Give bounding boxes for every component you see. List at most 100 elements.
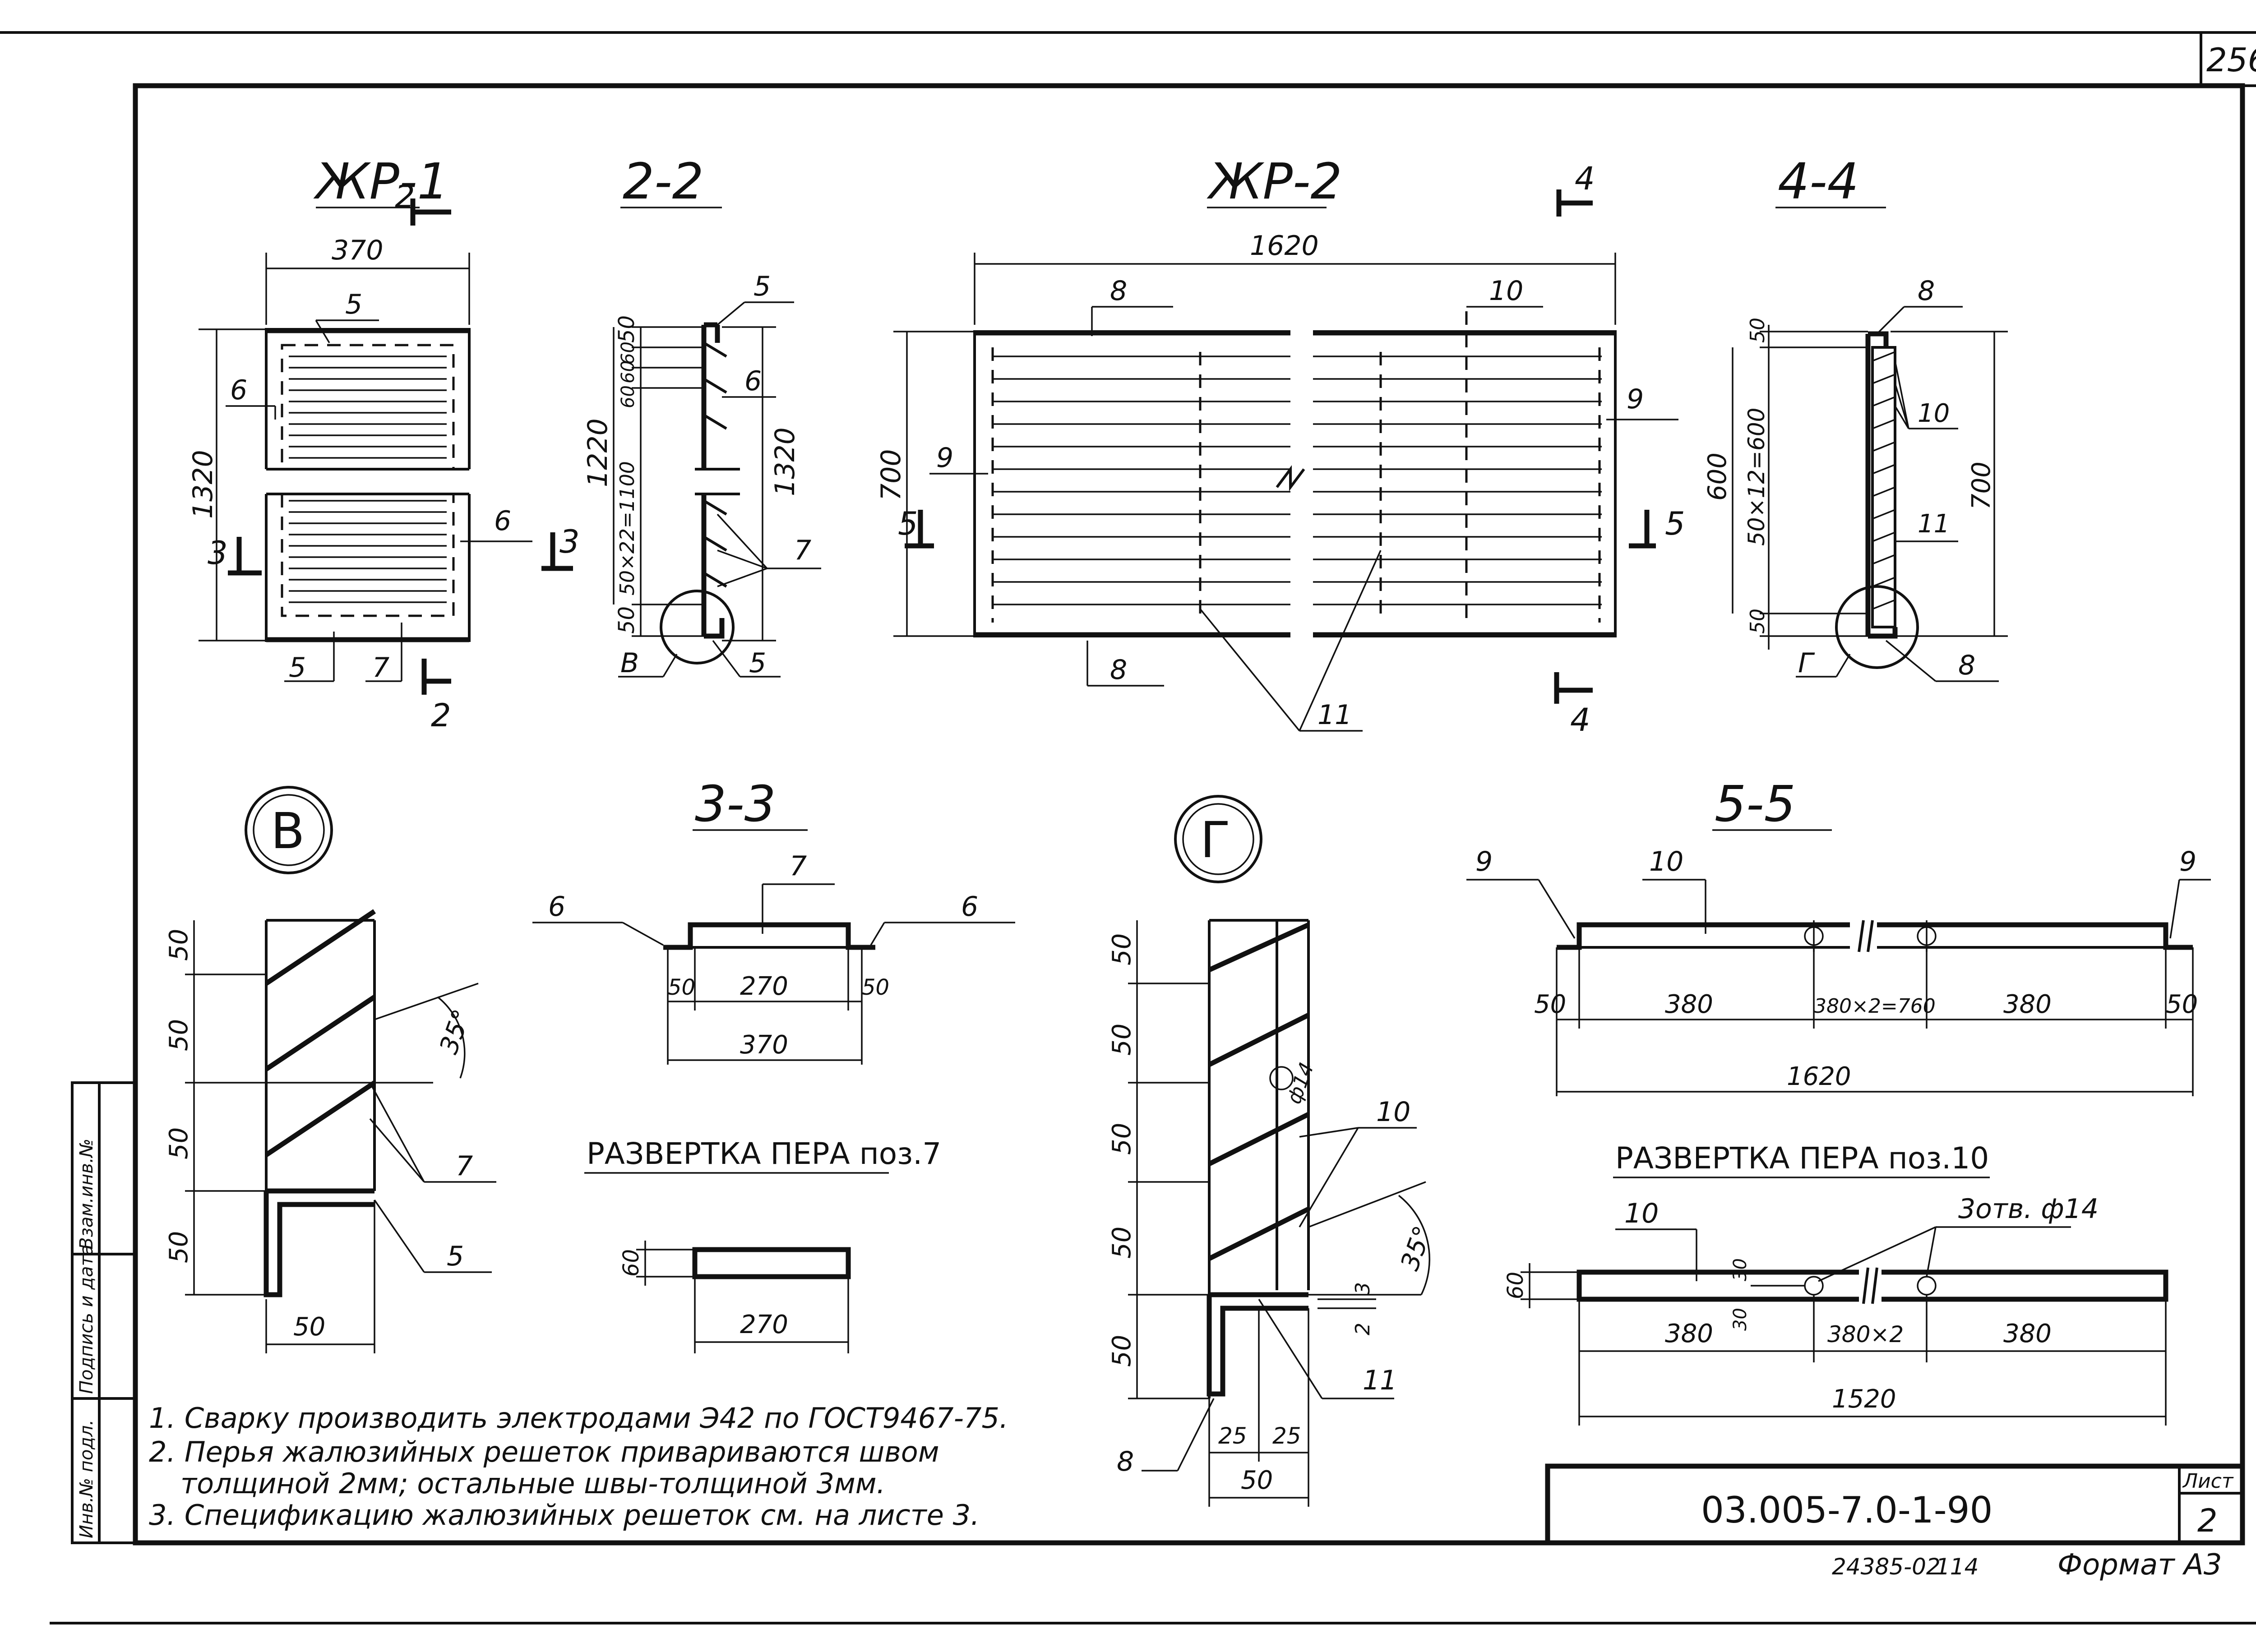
zhr1-dim-width: 370 — [332, 235, 384, 266]
footer-format: Формат А3 — [2057, 1548, 2222, 1582]
detail-v-circle — [245, 786, 333, 874]
sec44-dim-700: 700 — [1967, 461, 1996, 510]
detail-g-dim-2mm: 2 — [1351, 1323, 1374, 1335]
zhr2-pos-9-right: 9 — [1627, 383, 1644, 415]
zhr1-pos-bottom: 5 — [289, 652, 306, 683]
zhr2-slats — [993, 355, 1602, 605]
razv10-dim-30a: 30 — [1730, 1258, 1751, 1281]
stamp-podpis-data: Подпись и дата — [76, 1245, 97, 1394]
zhr2-pos-10: 10 — [1489, 275, 1523, 307]
sec22-dim-60a: 60 — [618, 341, 638, 365]
razv7-dim-height: 60 — [619, 1249, 644, 1277]
sheet-frame: 256 — [0, 31, 2256, 1624]
zhr1-pos-top: 5 — [345, 289, 362, 320]
sec22-title: 2-2 — [623, 152, 704, 210]
sec55-dim-380-right: 380 — [2003, 990, 2052, 1019]
razv10-dim-30b: 30 — [1730, 1308, 1751, 1331]
detail-g-dim-2: 50 — [1107, 1123, 1137, 1155]
detail-g-dim-4: 50 — [1107, 1335, 1137, 1367]
view-sec44: 4-4 50 50×12=600 50 600 700 8 10 11 8 Г — [1703, 152, 2008, 682]
notes: 1. Сварку производить электродами Э42 по… — [149, 1402, 1008, 1532]
side-stamp: Инв.№ подл. Подпись и дата Взам.инв.№ — [71, 1081, 137, 1544]
sec44-dim-mid: 50×12=600 — [1743, 408, 1770, 546]
zhr1-section-mark-bottom: 2 — [431, 697, 451, 734]
stamp-inv-podl: Инв.№ подл. — [76, 1420, 97, 1538]
title-block: 03.005-7.0-1-90 Лист 2 — [1545, 1463, 2245, 1546]
view-detail-v: В 50 50 50 50 35° 50 7 5 — [164, 786, 496, 1353]
detail-g-dim-3: 50 — [1107, 1227, 1137, 1259]
sec44-detail-mark: Г — [1798, 647, 1815, 679]
detail-g-dim-d14: ф14 — [1282, 1059, 1318, 1107]
sec55-dim-380-left: 380 — [1665, 990, 1713, 1019]
sec22-pos-5-bottom: 5 — [749, 647, 766, 679]
title-code: 03.005-7.0-1-90 — [1701, 1489, 1992, 1531]
note-1: 1. Сварку производить электродами Э42 по… — [149, 1402, 1008, 1435]
detail-g-dim-1: 50 — [1107, 1024, 1137, 1056]
footer-order: 24385-02 — [1832, 1554, 1941, 1580]
sec22-dim-mid: 50×22=1100 — [616, 461, 639, 595]
sec22-pos-6: 6 — [744, 365, 762, 397]
sec22-pos-5-top: 5 — [754, 271, 771, 302]
razv7-title: РАЗВЕРТКА ПЕРА поз.7 — [587, 1136, 941, 1171]
sec44-pos-8-top: 8 — [1918, 275, 1935, 307]
note-2-cont: толщиной 2мм; остальные швы-толщиной 3мм… — [180, 1467, 885, 1500]
footer-page: 114 — [1936, 1554, 1979, 1580]
razv10-holes: 3отв. ф14 — [1958, 1193, 2099, 1225]
footer: 24385-02 114 Формат А3 — [1832, 1548, 2222, 1582]
zhr1-pos-left: 6 — [230, 374, 247, 406]
detail-v-dim-bottom: 50 — [293, 1312, 325, 1342]
detail-g-dim-50: 50 — [1241, 1466, 1273, 1495]
view-zhr2: ЖР-2 4 1620 — [875, 152, 1685, 738]
sec22-dim-bottom: 50 — [614, 606, 639, 634]
detail-v-angle: 35° — [434, 1006, 477, 1058]
zhr2-dim-width: 1620 — [1250, 230, 1319, 262]
sec22-dim-1220: 1220 — [582, 418, 614, 487]
sec22-pos-7: 7 — [794, 535, 811, 566]
detail-g-dim-3mm: 3 — [1351, 1282, 1374, 1295]
view-sec33: 3-3 6 6 7 50 270 50 370 — [532, 775, 1015, 1065]
view-zhr1: ЖР-1 2 370 1320 — [187, 152, 532, 734]
zhr2-section-5-left: 5 — [898, 505, 918, 542]
view-sec55: 5-5 9 10 9 50 380 380×2=760 380 50 1620 — [1466, 775, 2211, 1096]
sec44-dim-bottom: 50 — [1746, 609, 1769, 634]
note-2: 2. Перья жалюзийных решеток привариваютс… — [149, 1435, 939, 1468]
sec33-dim-50-left: 50 — [668, 975, 695, 1000]
sheet-corner-number: 256 — [2206, 41, 2256, 79]
zhr2-pos-11: 11 — [1318, 699, 1352, 731]
sec33-pos-6-right: 6 — [961, 891, 978, 923]
detail-v-dim-2: 50 — [164, 1127, 194, 1159]
title-sheet-number: 2 — [2197, 1502, 2218, 1539]
sec55-title: 5-5 — [1715, 775, 1796, 833]
sec55-dim-50-left: 50 — [1534, 990, 1566, 1019]
zhr2-section-mark-bottom: 4 — [1570, 701, 1590, 738]
razv10-dim-total: 1520 — [1832, 1384, 1896, 1414]
sec55-dim-mid: 380×2=760 — [1814, 995, 1936, 1018]
razv10-dim-mid: 380×2 — [1827, 1321, 1904, 1347]
zhr1-slats — [289, 355, 447, 603]
sec22-detail-mark: В — [620, 647, 639, 679]
detail-g-angle: 35° — [1395, 1222, 1438, 1274]
sec55-dim-50-right: 50 — [2166, 990, 2198, 1019]
detail-g-pos-8: 8 — [1117, 1446, 1134, 1477]
sec44-pos-8-bottom: 8 — [1958, 650, 1975, 681]
sec33-title: 3-3 — [695, 775, 776, 833]
sec55-pos-9-right: 9 — [2179, 846, 2196, 877]
zhr2-dim-height: 700 — [875, 449, 907, 501]
sec33-dim-370: 370 — [740, 1030, 788, 1060]
view-razv10: РАЗВЕРТКА ПЕРА поз.10 10 3отв. ф14 30 30… — [1503, 1141, 2168, 1426]
sec44-title: 4-4 — [1778, 152, 1859, 210]
zhr2-section-5-right: 5 — [1665, 505, 1685, 542]
razv10-title: РАЗВЕРТКА ПЕРА поз.10 — [1615, 1141, 1989, 1176]
sec55-pos-10: 10 — [1649, 846, 1683, 877]
zhr2-pos-8-bottom: 8 — [1110, 654, 1127, 686]
zhr2-pos-8-top: 8 — [1110, 275, 1127, 307]
zhr1-dim-height: 1320 — [187, 450, 219, 519]
zhr1-pos-bottom-mid: 7 — [372, 652, 389, 683]
zhr1-title: ЖР-1 — [313, 152, 449, 210]
view-sec22: 2-2 50 60 60 60 1220 50×22=1100 50 1320 … — [541, 152, 821, 679]
razv10-pos-10: 10 — [1624, 1198, 1659, 1229]
detail-g-circle — [1174, 795, 1262, 883]
detail-g-dim-25b: 25 — [1272, 1423, 1301, 1449]
zhr2-section-mark: 4 — [1575, 160, 1595, 197]
sec22-dim-1320: 1320 — [769, 427, 801, 496]
